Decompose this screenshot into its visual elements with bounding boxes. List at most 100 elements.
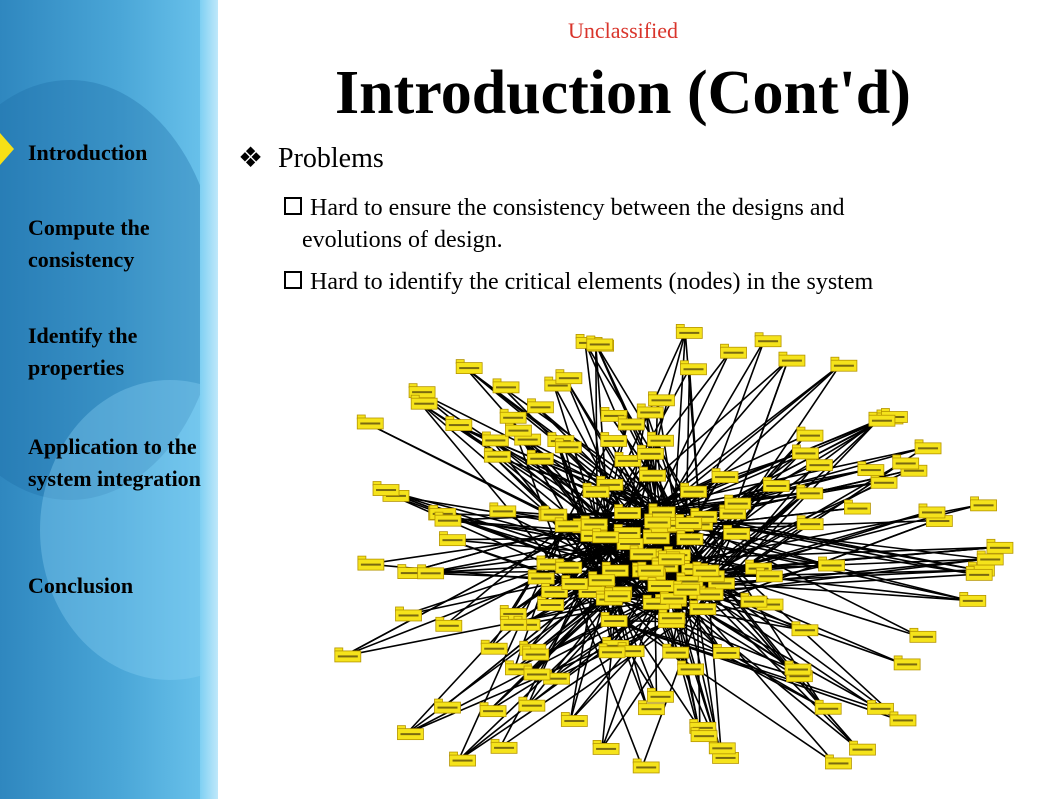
- graph-edge: [564, 377, 655, 523]
- classification-label: Unclassified: [568, 18, 678, 43]
- graph-edge: [569, 617, 669, 722]
- graph-node-folder-icon: [492, 378, 520, 394]
- graph-node-folder-icon: [658, 609, 686, 625]
- sidebar-item-conclusion[interactable]: Conclusion: [28, 570, 208, 602]
- graph-node-folder-icon: [676, 530, 704, 546]
- graph-node-folder-icon: [662, 643, 690, 659]
- graph-edge: [570, 583, 609, 653]
- graph-node-folder-icon: [675, 514, 703, 529]
- sidebar-item-introduction[interactable]: Introduction: [28, 137, 208, 169]
- graph-edge: [622, 364, 841, 534]
- graph-node-folder-icon: [959, 591, 987, 607]
- graph-edge: [682, 588, 836, 764]
- graph-node-folder-icon: [844, 499, 871, 515]
- graph-node-folder-icon: [689, 600, 717, 616]
- graph-node-folder-icon: [914, 439, 942, 455]
- sidebar-item-label: Compute the consistency: [28, 215, 150, 272]
- graph-edge: [419, 402, 572, 585]
- graph-node-folder-icon: [648, 391, 675, 407]
- graph-node-folder-icon: [586, 335, 614, 351]
- graph-node-folder-icon: [490, 738, 518, 754]
- graph-node-folder-icon: [397, 725, 424, 741]
- graph-node-folder-icon: [638, 700, 665, 716]
- graph-node-folder-icon: [690, 507, 718, 523]
- graph-node-folder-icon: [434, 511, 462, 527]
- graph-node-folder-icon: [632, 758, 660, 774]
- subbullet-text: Hard to identify the critical elements (…: [310, 269, 874, 295]
- graph-node-folder-icon: [481, 431, 509, 447]
- graph-edge: [698, 607, 795, 670]
- graph-node-folder-icon: [778, 351, 806, 367]
- graph-edge: [707, 511, 929, 577]
- graph-node-folder-icon: [445, 416, 473, 431]
- graph-node-folder-icon: [449, 751, 476, 767]
- graph-node-folder-icon: [435, 616, 463, 632]
- graph-node-folder-icon: [527, 569, 555, 585]
- subbullet-text: Hard to ensure the consistency between t…: [310, 195, 845, 221]
- graph-node-folder-icon: [825, 754, 852, 770]
- graph-edge: [569, 597, 670, 721]
- graph-edge: [601, 593, 707, 749]
- graph-edge: [527, 595, 615, 706]
- graph-node-folder-icon: [417, 564, 445, 580]
- graph-node-folder-icon: [480, 639, 508, 655]
- graph-node-folder-icon: [408, 383, 436, 399]
- graph-node-folder-icon: [560, 712, 588, 727]
- graph-node-folder-icon: [522, 645, 550, 661]
- subbullet-text-continued: evolutions of design.: [302, 227, 503, 253]
- graph-node-folder-icon: [592, 740, 620, 755]
- graph-node-folder-icon: [434, 698, 461, 714]
- graph-node-folder-icon: [868, 411, 896, 427]
- graph-node-folder-icon: [600, 407, 628, 422]
- graph-node-folder-icon: [334, 647, 362, 663]
- sidebar-item-compute-consistency[interactable]: Compute the consistency: [28, 212, 208, 276]
- graph-node-folder-icon: [614, 504, 641, 519]
- graph-node-folder-icon: [892, 454, 920, 470]
- graph-node-folder-icon: [889, 711, 917, 727]
- graph-edge: [417, 390, 659, 513]
- graph-node-folder-icon: [596, 475, 624, 491]
- graph-node-folder-icon: [479, 702, 507, 718]
- diamond-bullet-icon: ❖: [238, 143, 264, 174]
- graph-node-folder-icon: [582, 482, 610, 498]
- graph-node-folder-icon: [796, 426, 824, 442]
- graph-node-folder-icon: [372, 481, 400, 496]
- graph-node-folder-icon: [642, 529, 670, 545]
- graph-node-folder-icon: [796, 515, 824, 531]
- graph-node-folder-icon: [762, 477, 790, 492]
- graph-node-folder-icon: [720, 343, 747, 359]
- graph-node-folder-icon: [830, 356, 858, 372]
- sidebar-item-identify-properties[interactable]: Identify the properties: [28, 320, 208, 384]
- sidebar-item-label: Application to the system integration: [28, 434, 201, 491]
- graph-node-folder-icon: [796, 484, 824, 500]
- graph-node-folder-icon: [356, 414, 384, 430]
- graph-node-folder-icon: [483, 447, 511, 463]
- graph-node-folder-icon: [604, 587, 632, 603]
- graph-node-folder-icon: [970, 496, 997, 512]
- graph-edge: [667, 617, 701, 736]
- graph-node-folder-icon: [814, 699, 842, 715]
- graph-node-folder-icon: [723, 524, 751, 540]
- graph-node-folder-icon: [755, 567, 783, 583]
- bullet-problems: ❖Problems: [238, 141, 384, 175]
- graph-node-folder-icon: [500, 615, 528, 631]
- subbullet-critical-elements: Hard to identify the critical elements (…: [284, 266, 1024, 298]
- subbullet-consistency: Hard to ensure the consistency between t…: [284, 192, 1024, 256]
- triangle-marker-icon: [0, 133, 14, 165]
- graph-node-folder-icon: [555, 369, 583, 385]
- graph-node-folder-icon: [867, 699, 894, 715]
- graph-node-folder-icon: [976, 550, 1004, 566]
- graph-node-folder-icon: [818, 556, 845, 572]
- graph-node-folder-icon: [690, 727, 718, 743]
- sidebar-item-label: Identify the properties: [28, 323, 138, 380]
- graph-edge: [698, 419, 879, 610]
- sidebar-item-application[interactable]: Application to the system integration: [28, 431, 208, 495]
- graph-node-folder-icon: [792, 444, 819, 460]
- graph-node-folder-icon: [740, 592, 768, 608]
- sidebar-band: [200, 0, 218, 799]
- graph-node-folder-icon: [918, 503, 946, 519]
- graph-node-folder-icon: [600, 612, 628, 627]
- graph-node-folder-icon: [658, 550, 686, 566]
- graph-node-folder-icon: [592, 528, 620, 544]
- graph-node-folder-icon: [455, 359, 483, 374]
